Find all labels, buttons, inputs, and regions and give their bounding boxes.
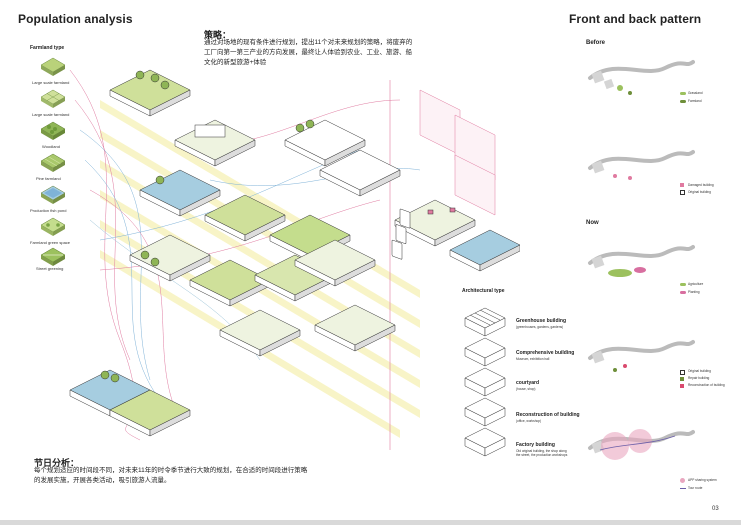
farmland-swatch-5: [40, 184, 66, 208]
legend-swatch: [680, 283, 686, 286]
legend-label: Original building: [688, 190, 711, 194]
legend-swatch: [680, 478, 685, 483]
phone-icons: [391, 208, 411, 260]
legend-label: Reconstruction of building: [688, 383, 725, 387]
farmland-swatch-6: [40, 216, 66, 240]
strategy-heading: 策略：: [204, 30, 232, 40]
legend-swatch: [680, 291, 686, 294]
legend-swatch: [680, 370, 685, 375]
legend-swatch: [680, 100, 686, 103]
architecture-icons: [464, 307, 506, 457]
before-label: Before: [586, 40, 606, 46]
legend-label: Agriculture: [688, 282, 704, 286]
arch-title-3: courtyard: [516, 380, 540, 386]
festival-heading: 节日分析：: [34, 458, 80, 468]
farmland-label-2: Large scale farmland: [32, 112, 70, 117]
farmland-swatch-1: [40, 56, 66, 80]
farmland-label-5: Production fish pond: [30, 208, 67, 213]
arch-sub-4: (office, workshop): [516, 419, 542, 423]
legend-label: Grassland: [688, 91, 703, 95]
legend-swatch: [680, 377, 684, 381]
legend-swatch: [680, 384, 684, 388]
legend-swatch: [680, 92, 686, 95]
farmland-label-4: Pine farmland: [36, 176, 61, 181]
farmland-label-1: Large scale farmland: [32, 80, 70, 85]
farmland-swatch-3: [40, 120, 66, 144]
farmland-heading: Farmland type: [30, 45, 65, 51]
bottom-band: [0, 520, 741, 525]
farmland-label-3: Woodland: [42, 144, 60, 149]
legend-swatch: [680, 488, 686, 489]
legend-label: Planting: [688, 290, 700, 294]
farmland-label-7: Street greening: [36, 266, 64, 271]
legend-label: Tour route: [688, 486, 703, 490]
arch-sub-2: Museum, exhibition hall: [516, 357, 550, 361]
page-number: 03: [712, 506, 719, 512]
arch-sub-3: (house, shop): [516, 387, 536, 391]
legend-label: Original building: [688, 369, 711, 373]
architecture-heading: Architectural type: [462, 288, 505, 294]
site-maps: [588, 60, 695, 460]
arch-title-5: Factory building: [516, 442, 555, 448]
legend-swatch: [680, 190, 685, 195]
arch-sub-5: Old original building, the shop along th…: [516, 449, 568, 457]
legend-label: APP sharing system: [688, 478, 717, 482]
arch-title-4: Reconstruction of building: [516, 412, 580, 418]
legend-label: Repair building: [688, 376, 710, 380]
farmland-swatch-7: [40, 246, 66, 270]
strategy-body: 通过对场地的现有条件进行规划，提出11个对未来规划的策略，将废弃的工厂向第一第三…: [204, 39, 413, 66]
site-blocks: [69, 69, 520, 437]
legend-label: Damaged building: [688, 183, 714, 187]
arch-sub-1: (greenhouses, gardens, gardens): [516, 325, 564, 329]
festival-body: 每个规划适应的时间段不同，对未来11年的时令季节进行大致的规划，在合适的时间段进…: [34, 467, 308, 484]
axonometric-diagram: [69, 69, 520, 450]
farmland-label-6: Farmland green space: [30, 240, 71, 245]
farmland-swatch-2: [40, 88, 66, 112]
legend-swatch: [680, 183, 684, 187]
legend-label: Farmland: [688, 99, 702, 103]
arch-title-2: Comprehensive building: [516, 350, 575, 356]
arch-title-1: Greenhouse building: [516, 318, 567, 324]
population-title: Population analysis: [18, 12, 133, 26]
front-back-title: Front and back pattern: [569, 12, 702, 26]
farmland-swatch-4: [40, 152, 66, 176]
now-label: Now: [586, 220, 599, 226]
strategy-boxes: [419, 89, 496, 216]
